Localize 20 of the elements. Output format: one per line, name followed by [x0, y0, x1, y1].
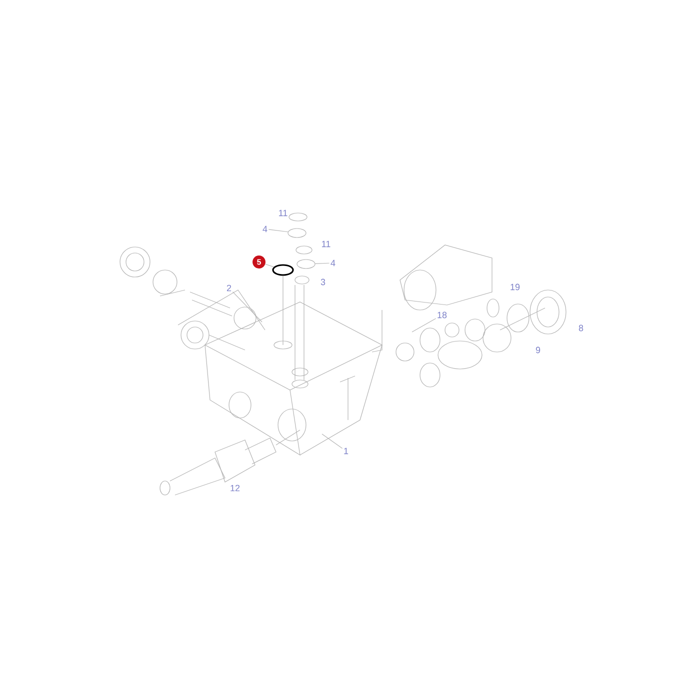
- leader-line: [265, 264, 274, 268]
- callout-number: 3: [320, 278, 326, 286]
- callout-number: 1: [344, 448, 348, 454]
- callout-number: 19: [510, 284, 520, 290]
- callout-number: 18: [438, 312, 447, 318]
- ring: [288, 228, 306, 238]
- callout-number: 8: [578, 324, 584, 332]
- callout-number: 4: [262, 226, 268, 232]
- callout-number: 9: [536, 346, 540, 354]
- leader-line: [268, 229, 288, 232]
- callout-number: 11: [279, 210, 288, 216]
- callout-number: 11: [322, 240, 330, 248]
- leader-line: [314, 262, 330, 264]
- callout-number: 4: [330, 260, 336, 266]
- leader-line: [232, 292, 262, 322]
- leader-line: [322, 434, 343, 449]
- callout-number: 2: [226, 284, 232, 292]
- callout-number: 12: [230, 484, 240, 492]
- ring: [296, 259, 316, 269]
- ring: [272, 264, 294, 276]
